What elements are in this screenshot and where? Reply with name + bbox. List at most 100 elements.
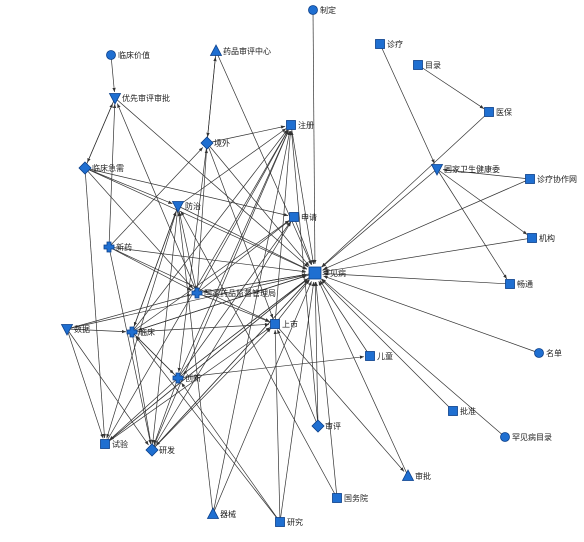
node-label: 制定 [320, 5, 336, 15]
edge-linchuangjixu-fangzhi [84, 167, 173, 205]
node-label: 创新 [185, 373, 201, 383]
node-mulu: 目录 [413, 60, 441, 70]
edge-shenping-hanjianbing [313, 281, 319, 427]
edge-qixie-fangzhi [177, 211, 214, 515]
node-yanjiu: 研究 [275, 517, 303, 527]
edge-xinyao-yanfa [108, 246, 152, 445]
node-label: 优先审评审批 [122, 93, 170, 103]
edge-yaojianju-zhuce [196, 130, 289, 294]
edge-yaojianju-fangzhi [178, 211, 198, 294]
square-icon [289, 212, 299, 222]
edge-zhenliao-weisheng [379, 43, 435, 164]
node-shenpi: 审批 [401, 469, 431, 481]
square-icon [375, 39, 385, 49]
edge-yibao-hanjianbing [321, 111, 490, 268]
node-label: 数据 [74, 324, 90, 334]
node-shiyan: 试验 [100, 439, 128, 449]
edge-shuju-hanjianbing [66, 274, 307, 330]
edge-shenpi-hanjianbing [318, 281, 409, 477]
node-yibao: 医保 [484, 107, 512, 117]
node-label: 诊疗 [387, 39, 403, 49]
edge-linchuang-shenqing [131, 220, 290, 333]
node-xinyao: 新药 [103, 241, 132, 253]
node-fangzhi: 防治 [171, 201, 201, 213]
edge-weisheng-jigou [436, 168, 528, 235]
node-label: 机构 [539, 233, 555, 243]
edge-linchuangjixu-youxian [84, 103, 113, 169]
edge-yanfa-shenqing [151, 221, 292, 451]
square-icon [484, 107, 494, 117]
node-label: 申请 [301, 212, 317, 222]
edge-shangshi-hanjianbing [274, 279, 310, 325]
square-icon [448, 406, 458, 416]
edge-mulu-yibao [417, 64, 485, 109]
edge-fangzhi-yanfa [151, 205, 179, 445]
edge-chuangxin-linchuang [135, 335, 179, 379]
edge-qixie-zhuce [212, 130, 291, 515]
node-label: 注册 [298, 120, 314, 130]
node-label: 审批 [415, 471, 431, 481]
circle-icon [534, 348, 544, 358]
node-jigou: 机构 [527, 233, 555, 243]
node-label: 国务院 [344, 493, 368, 503]
edge-ertong-hanjianbing [319, 280, 371, 357]
node-shenping: 审评 [311, 419, 341, 433]
edge-youxian-hanjianbing [114, 97, 309, 268]
edge-hanjianbing-linchuang [137, 272, 316, 331]
edge-yanjiu-hanjianbing [279, 281, 315, 523]
node-label: 审评 [325, 421, 341, 431]
edge-jingwai-hanjianbing [206, 142, 310, 267]
square-icon [527, 233, 537, 243]
edge-layer [66, 9, 540, 523]
triangle-down-icon [108, 93, 122, 105]
edge-shenping-shangshi [277, 329, 319, 427]
triangle-icon [206, 507, 220, 519]
node-label: 国家卫生健康委 [444, 164, 500, 174]
node-qixie: 器械 [206, 507, 236, 519]
node-weisheng: 国家卫生健康委 [430, 164, 500, 176]
node-label: 研发 [159, 445, 175, 455]
edge-yaojianju-jingwai [196, 148, 208, 294]
node-label: 临床 [139, 327, 155, 337]
cross-icon [126, 326, 138, 338]
edge-xiezuo-weisheng [442, 168, 531, 180]
edge-yanfa-zhuce [151, 130, 289, 451]
edge-chuangxin-ertong [177, 355, 365, 379]
node-linchuangjixu: 临床急需 [78, 161, 124, 175]
edge-hanjianbing-yanfa [155, 272, 316, 446]
edge-hanjianbing-shiyan [109, 272, 316, 441]
diamond-icon [145, 443, 159, 457]
node-chuangxin: 创新 [172, 372, 201, 384]
node-label: 研究 [287, 517, 303, 527]
triangle-icon [401, 469, 415, 481]
node-dingjia: 制定 [308, 5, 336, 15]
edge-weisheng-zhuantong [436, 168, 508, 280]
cross-icon [103, 241, 115, 253]
node-zhuce: 注册 [286, 120, 314, 130]
edge-yanfa-shangshi [151, 328, 272, 451]
edge-shenqing-hanjianbing [293, 216, 313, 265]
triangle-down-icon [60, 324, 74, 336]
edge-hanjianmulu-hanjianbing [321, 278, 506, 438]
triangle-down-icon [430, 164, 444, 176]
edge-yaojianju-youxian [117, 103, 198, 294]
edge-yanjiu-shangshi [273, 329, 281, 523]
edge-yaojianju-shenqing [196, 220, 290, 294]
node-label: 畅通 [517, 279, 533, 289]
edge-shiyan-zhuce [104, 130, 289, 445]
edge-linchuangjixu-shiyan [84, 167, 106, 439]
node-hanjianmulu: 罕见病目录 [500, 432, 552, 442]
node-guowuyuan: 国务院 [332, 493, 368, 503]
node-yanfa: 研发 [145, 443, 175, 457]
node-xiezuo: 诊疗协作网 [525, 174, 577, 184]
edge-jingwai-shangshi [206, 142, 274, 319]
edge-yanjiu-chuangxin [181, 382, 281, 523]
node-label: 儿童 [377, 351, 393, 361]
node-label: 上市 [282, 319, 298, 329]
square-icon [332, 493, 342, 503]
node-label: 罕见病目录 [512, 432, 552, 442]
square-icon [365, 351, 375, 361]
node-ertong: 儿童 [365, 351, 393, 361]
edge-xinyao-hanjianbing [108, 246, 307, 274]
